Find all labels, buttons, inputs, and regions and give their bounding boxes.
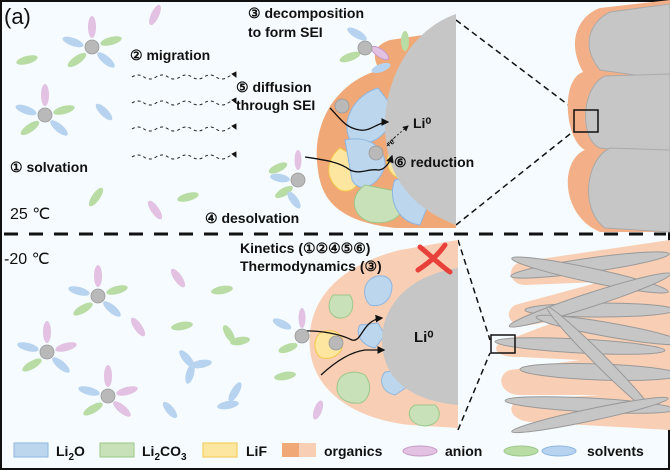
zoom-line-bottom-2 (457, 352, 491, 431)
solvated-li-cluster (15, 84, 75, 136)
legend-item-li2co3: Li2CO3 (99, 442, 187, 463)
legend-label-solvents: solvents (587, 443, 644, 459)
step1-label: ① solvation (10, 159, 88, 175)
li-ion-sei-1 (334, 98, 350, 114)
failure-cross-icon (415, 242, 453, 275)
legend: Li2O Li2CO3 LiF organics anion solvents (13, 442, 644, 463)
legend-swatch-lif (202, 442, 238, 458)
legend-item-li2o: Li2O (13, 442, 85, 463)
step5-label-line2: through SEI (236, 97, 315, 113)
lithium-metal-bottom (382, 268, 458, 405)
legend-label-organics: organics (324, 443, 383, 459)
legend-item-organics: organics (282, 443, 383, 459)
legend-swatch-solvent-green (503, 445, 539, 457)
zoom-line-top-2 (457, 239, 491, 341)
li-metal-label-bottom: Li⁰ (414, 329, 433, 346)
zoom-line-bottom (455, 129, 576, 226)
legend-swatch-organics-light (299, 443, 316, 457)
legend-swatch-organics-dark (282, 443, 299, 457)
step5-label-line1: ⑤ diffusion (236, 79, 312, 95)
reduction-arrow (387, 125, 409, 144)
step4-label: ④ desolvation (205, 210, 299, 226)
temperature-25c: 25 ℃ (10, 206, 50, 223)
diffusion-path-bottom-2 (320, 346, 386, 376)
decomposing-li-cluster (339, 27, 409, 74)
step3-label-line2: to form SEI (248, 24, 323, 40)
lithium-metal-top (385, 14, 456, 225)
bottom-panel: -20 ℃ Kinetics (①②④⑤⑥) Thermodynamics (③… (4, 239, 670, 434)
zoom-box-bottom (490, 334, 516, 354)
legend-swatch-li2o (13, 442, 49, 458)
legend-item-lif: LiF (202, 442, 267, 459)
legend-swatch-anion (402, 445, 438, 457)
zoom-line-top (455, 19, 576, 111)
li-ion-sei-2 (368, 145, 384, 161)
zoom-box-top (573, 109, 599, 133)
panel-label: (a) (4, 4, 31, 29)
legend-swatch-solvent-blue (541, 445, 577, 457)
legend-swatch-li2co3 (99, 442, 135, 458)
diffusion-path-2 (304, 154, 394, 173)
legend-label-anion: anion (445, 443, 482, 459)
desolvating-li-cluster (272, 308, 310, 354)
smooth-electrode-surface (567, 0, 670, 233)
li-ion-sei-bottom (328, 335, 344, 351)
kinetics-label: Kinetics (①②④⑤⑥) (240, 240, 370, 256)
free-molecules-top (16, 4, 199, 220)
li-metal-label-top: Li⁰ (413, 115, 431, 131)
step3-label-line1: ③ decomposition (248, 5, 364, 21)
solvated-li-cluster (17, 321, 77, 373)
step6-label: ⑥ reduction (394, 154, 474, 170)
step2-label: ② migration (130, 47, 210, 63)
legend-item-anion: anion (402, 443, 482, 459)
free-molecules-bottom (130, 268, 324, 420)
legend-item-solvents: solvents (503, 443, 644, 459)
legend-label-lif: LiF (246, 443, 267, 459)
desolvating-li-cluster (268, 150, 306, 209)
legend-label-li2o: Li2O (56, 443, 85, 463)
thermodynamics-label: Thermodynamics (③) (240, 258, 382, 274)
diffusion-path-1 (329, 107, 390, 131)
dendritic-lithium (490, 240, 670, 434)
solvated-li-cluster (62, 16, 122, 68)
migration-arrows (131, 71, 237, 160)
top-panel: (a) ③ decomposition to form SEI ② migrat… (4, 0, 670, 233)
legend-label-li2co3: Li2CO3 (142, 443, 187, 463)
solvated-li-cluster (68, 265, 128, 317)
diffusion-path-bottom-1 (299, 314, 384, 341)
solvated-li-cluster (78, 365, 138, 417)
temperature-minus20c: -20 ℃ (4, 251, 50, 268)
